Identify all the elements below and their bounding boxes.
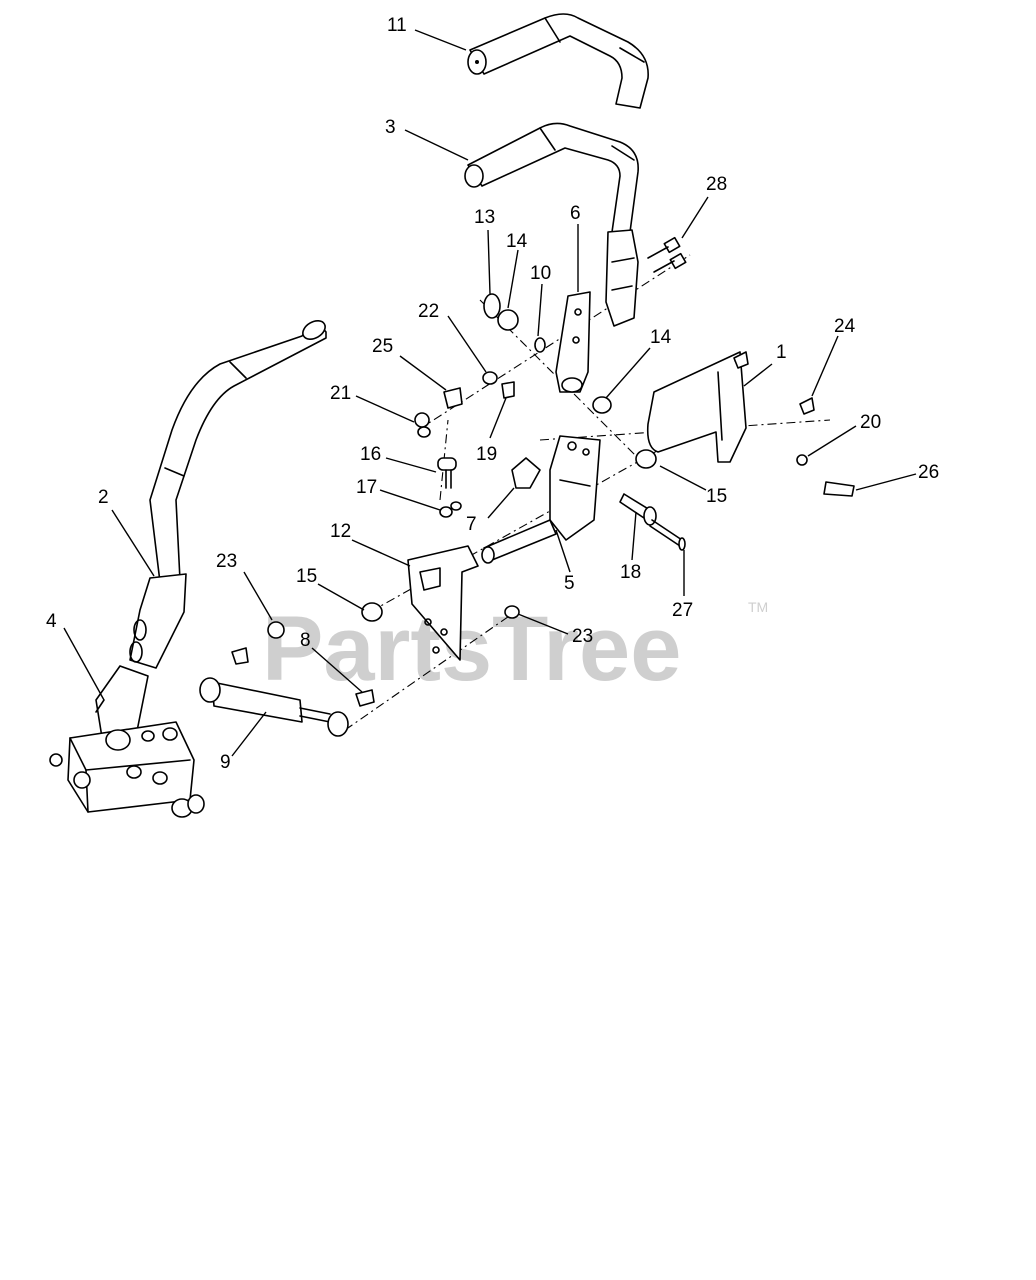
- callout-19: 19: [476, 444, 497, 465]
- part-1-bracket: [646, 351, 747, 463]
- callout-25: 25: [372, 336, 393, 357]
- callout-16: 16: [360, 444, 381, 465]
- part-8-stud: [231, 647, 375, 707]
- part-24-20-26: [796, 397, 855, 497]
- part-9-damper: [199, 677, 349, 737]
- part-12-plate: [407, 545, 479, 661]
- axis-line-right: [539, 419, 831, 441]
- callout-12: 12: [330, 521, 351, 542]
- callout-21: 21: [330, 383, 351, 404]
- part-15-bushing-left: [361, 602, 383, 622]
- callout-27: 27: [672, 600, 693, 621]
- callout-2: 2: [98, 487, 109, 508]
- part-16-17: [437, 457, 462, 518]
- part-13-14-10: [483, 293, 546, 353]
- watermark-text: PartsTree: [262, 598, 681, 700]
- callout-17: 17: [356, 477, 377, 498]
- callout-14-lower: 14: [650, 327, 672, 348]
- part-14-bushing: [592, 396, 612, 414]
- part-23-nut-left: [267, 621, 285, 639]
- part-15-bushing-right: [635, 449, 657, 469]
- callout-15-right: 15: [706, 486, 727, 507]
- part-23-nut-right: [504, 605, 520, 619]
- callout-13: 13: [474, 207, 495, 228]
- callout-9: 9: [220, 752, 231, 773]
- callout-22: 22: [418, 301, 439, 322]
- callout-28: 28: [706, 174, 727, 195]
- small-hardware: [414, 371, 515, 438]
- callout-6: 6: [570, 203, 581, 224]
- part-7-spacer: [511, 457, 541, 489]
- callout-11: 11: [387, 15, 407, 36]
- callout-labels: 11 3 28 13 14 6 10 22 25 24 1 14 21 20 1…: [46, 15, 939, 773]
- part-18-27: [619, 493, 686, 551]
- callout-7: 7: [466, 514, 477, 535]
- watermark-trademark: TM: [748, 599, 768, 615]
- part-11-grip: [467, 13, 649, 109]
- watermark: PartsTree TM: [262, 598, 768, 700]
- callout-10: 10: [530, 263, 551, 284]
- axis-line-upper: [417, 254, 691, 431]
- callout-3: 3: [385, 117, 396, 138]
- axis-line-lower: [344, 611, 516, 731]
- callout-26: 26: [918, 462, 939, 483]
- callout-14-upper: 14: [506, 231, 528, 252]
- part-3-handle: [464, 122, 639, 327]
- callout-23-right: 23: [572, 626, 593, 647]
- callout-5: 5: [564, 573, 575, 594]
- part-28-bolts: [647, 236, 687, 273]
- callout-8: 8: [300, 630, 311, 651]
- callout-24: 24: [834, 316, 856, 337]
- callout-20: 20: [860, 412, 881, 433]
- callout-23-left: 23: [216, 551, 237, 572]
- part-2-handle: [129, 320, 327, 669]
- part-5-lever: [481, 435, 601, 564]
- callout-15-left: 15: [296, 566, 317, 587]
- part-4-base: [49, 665, 205, 818]
- callout-18: 18: [620, 562, 641, 583]
- part-1-bolt: [733, 351, 749, 369]
- part-6-arm: [555, 291, 591, 393]
- callout-1: 1: [776, 342, 787, 363]
- callout-leaders: [63, 29, 917, 757]
- callout-4: 4: [46, 611, 57, 632]
